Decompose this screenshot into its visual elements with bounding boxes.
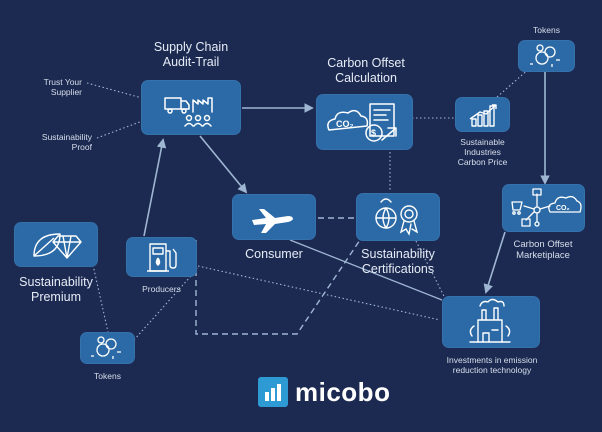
bar-chart-growth-icon: [469, 104, 497, 127]
investments-node[interactable]: [442, 296, 540, 348]
investments-label: Investments in emission reduction techno…: [446, 355, 538, 376]
dotted-premium-to-tokens: [92, 264, 109, 333]
airplane-icon: [252, 209, 293, 233]
producers-label: Producers: [142, 284, 181, 294]
dotted-cert-to-investments: [415, 240, 447, 301]
dotted-tokens-to-producers: [133, 267, 199, 341]
dotted-proof-to-supply: [96, 119, 146, 139]
micobo-logo: micobo: [258, 377, 390, 409]
producers-node[interactable]: [126, 237, 197, 277]
dotted-industries-to-tokens: [496, 67, 531, 98]
globe-award-icon: [375, 198, 419, 236]
sustainable-industries-node[interactable]: [455, 97, 510, 132]
sustainability-certifications-node[interactable]: [356, 193, 440, 241]
carbon-calc-label: Carbon Offset Calculation: [327, 56, 405, 85]
carbon-calc-node[interactable]: CO₂ $: [316, 94, 413, 150]
arrow-market-to-investments: [483, 231, 506, 294]
sustainability-proof-label: Sustainability Proof: [41, 132, 92, 153]
tokens-top-node[interactable]: [518, 40, 575, 72]
arrow-supply-to-consumer: [199, 135, 248, 194]
sustainability-premium-label: Sustainability Premium: [19, 275, 93, 304]
sustainability-certifications-label: Sustainability Certifications: [361, 247, 435, 276]
carbon-market-label: Carbon Offset Marketiplace: [513, 239, 573, 262]
bar-chart-logo-icon: [258, 377, 288, 407]
marketplace-co2-icon: CO₂: [511, 188, 582, 227]
tokens-bottom-label: Tokens: [94, 371, 121, 381]
line-consumer-to-investments: [289, 239, 443, 301]
factory-plant-icon: [469, 298, 511, 343]
dotted-producers-to-investments: [197, 265, 441, 321]
fuel-pump-icon: [147, 243, 177, 272]
consumer-node[interactable]: [232, 194, 316, 240]
svg-text:CO₂: CO₂: [336, 119, 354, 129]
leaf-diamond-icon: [33, 233, 82, 259]
trust-supplier-label: Trust Your Supplier: [43, 77, 82, 98]
supply-chain-node[interactable]: [141, 80, 241, 135]
co2-calculation-icon: CO₂ $: [327, 103, 397, 142]
tokens-icon: [91, 336, 121, 359]
svg-text:CO₂: CO₂: [556, 205, 570, 212]
dotted-trust-to-supply: [86, 82, 143, 99]
supply-chain-label: Supply Chain Audit-Trail: [153, 40, 229, 69]
tokens-bottom-node[interactable]: [80, 332, 135, 364]
consumer-label: Consumer: [245, 247, 303, 261]
tokens-top-label: Tokens: [533, 25, 560, 35]
truck-factory-people-icon: [164, 97, 213, 127]
sustainable-industries-label: Sustainable Industries Carbon Price: [457, 137, 508, 168]
brand-name: micobo: [295, 377, 391, 407]
svg-text:$: $: [371, 128, 376, 138]
arrow-producers-to-supply: [143, 138, 167, 237]
carbon-market-node[interactable]: CO₂: [502, 184, 585, 232]
tokens-icon: [530, 44, 560, 67]
sustainability-premium-node[interactable]: [14, 222, 98, 267]
dashed-consumer-down: [195, 239, 361, 335]
